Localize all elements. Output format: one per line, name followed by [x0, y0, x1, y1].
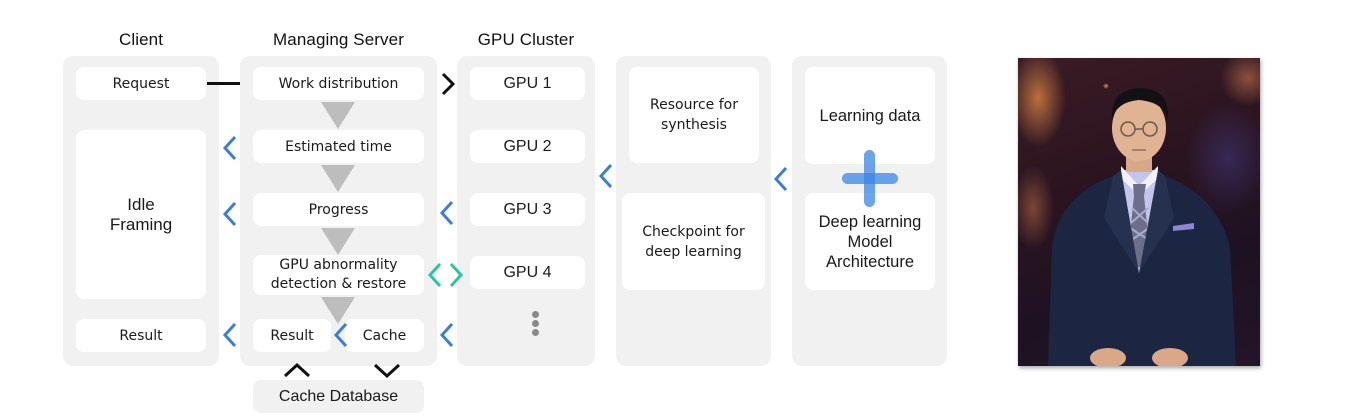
model-line-2: Model — [847, 232, 893, 251]
chevron-left-icon — [769, 164, 793, 194]
server-cache-box: Cache — [345, 319, 424, 352]
chevron-left-icon — [594, 161, 618, 191]
model-line-3: Architecture — [825, 252, 915, 271]
chevron-down-icon — [373, 362, 401, 379]
resource-line-2: synthesis — [661, 117, 727, 133]
checkpoint-box: Checkpoint for deep learning — [622, 193, 765, 290]
cache-database-label: Cache Database — [278, 387, 399, 405]
gpu-abnormality-line-1: GPU abnormality — [279, 257, 398, 273]
request-connector-line — [207, 82, 241, 85]
chevron-left-icon — [218, 199, 242, 229]
idle-framing-line-2: Framing — [109, 214, 173, 234]
gpu-box-2: GPU 2 — [470, 130, 585, 163]
chevron-right-icon — [437, 69, 461, 99]
checkpoint-line-2: deep learning — [645, 243, 742, 260]
gpu-abnormality-box: GPU abnormality detection & restore — [253, 255, 424, 295]
idle-framing-line-1: Idle — [127, 194, 155, 214]
gpu-label-2: GPU 2 — [503, 137, 552, 155]
learning-data-label: Learning data — [819, 106, 921, 125]
work-distribution-label: Work distribution — [278, 75, 399, 92]
gpu-abnormality-label: GPU abnormality detection & restore — [271, 256, 406, 294]
resource-synthesis-label: Resource for synthesis — [650, 95, 738, 135]
gpu-cluster-heading: GPU Cluster — [477, 30, 575, 49]
gpu-box-3: GPU 3 — [470, 193, 585, 226]
chevron-left-icon — [218, 320, 242, 350]
server-result-box: Result — [253, 319, 331, 352]
anchor-figure — [1048, 88, 1236, 366]
model-line-1: Deep learning — [818, 212, 922, 231]
client-heading: Client — [118, 30, 164, 49]
chevron-up-icon — [283, 362, 311, 378]
gpu-abnormality-line-2: detection & restore — [270, 276, 407, 292]
client-result-box: Result — [76, 319, 206, 352]
server-result-label: Result — [270, 327, 314, 344]
flow-down-triangle-1 — [321, 102, 355, 129]
resource-line-1: Resource for — [650, 97, 738, 113]
chevron-left-icon — [435, 198, 459, 228]
chevron-left-icon — [329, 320, 353, 350]
estimated-time-label: Estimated time — [285, 138, 392, 155]
checkpoint-label: Checkpoint for deep learning — [642, 222, 744, 262]
chevron-left-icon — [435, 320, 459, 350]
flow-down-triangle-3 — [321, 228, 355, 255]
progress-box: Progress — [253, 193, 424, 226]
work-distribution-box: Work distribution — [253, 67, 424, 100]
cache-database-box: Cache Database — [253, 380, 424, 413]
client-request-label: Request — [112, 75, 170, 92]
client-result-label: Result — [119, 327, 163, 344]
managing-server-heading: Managing Server — [273, 30, 404, 49]
gpu-label-3: GPU 3 — [503, 200, 552, 218]
chevron-left-icon — [218, 133, 242, 163]
gpu-box-4: GPU 4 — [470, 256, 585, 289]
learning-data-box: Learning data — [805, 67, 935, 164]
ai-anchor-photo — [1018, 58, 1260, 366]
client-request-box: Request — [76, 67, 206, 100]
checkpoint-line-1: Checkpoint for — [642, 223, 745, 240]
estimated-time-box: Estimated time — [253, 130, 424, 163]
gpu-label-1: GPU 1 — [503, 74, 552, 92]
server-cache-label: Cache — [362, 327, 407, 344]
progress-label: Progress — [308, 201, 369, 218]
gpu-box-1: GPU 1 — [470, 67, 585, 100]
bidirectional-chevron-icon — [426, 260, 466, 290]
flow-down-triangle-4 — [321, 297, 355, 324]
flow-down-triangle-2 — [321, 165, 355, 192]
gpu-label-4: GPU 4 — [503, 263, 552, 281]
resource-synthesis-box: Resource for synthesis — [629, 67, 759, 163]
